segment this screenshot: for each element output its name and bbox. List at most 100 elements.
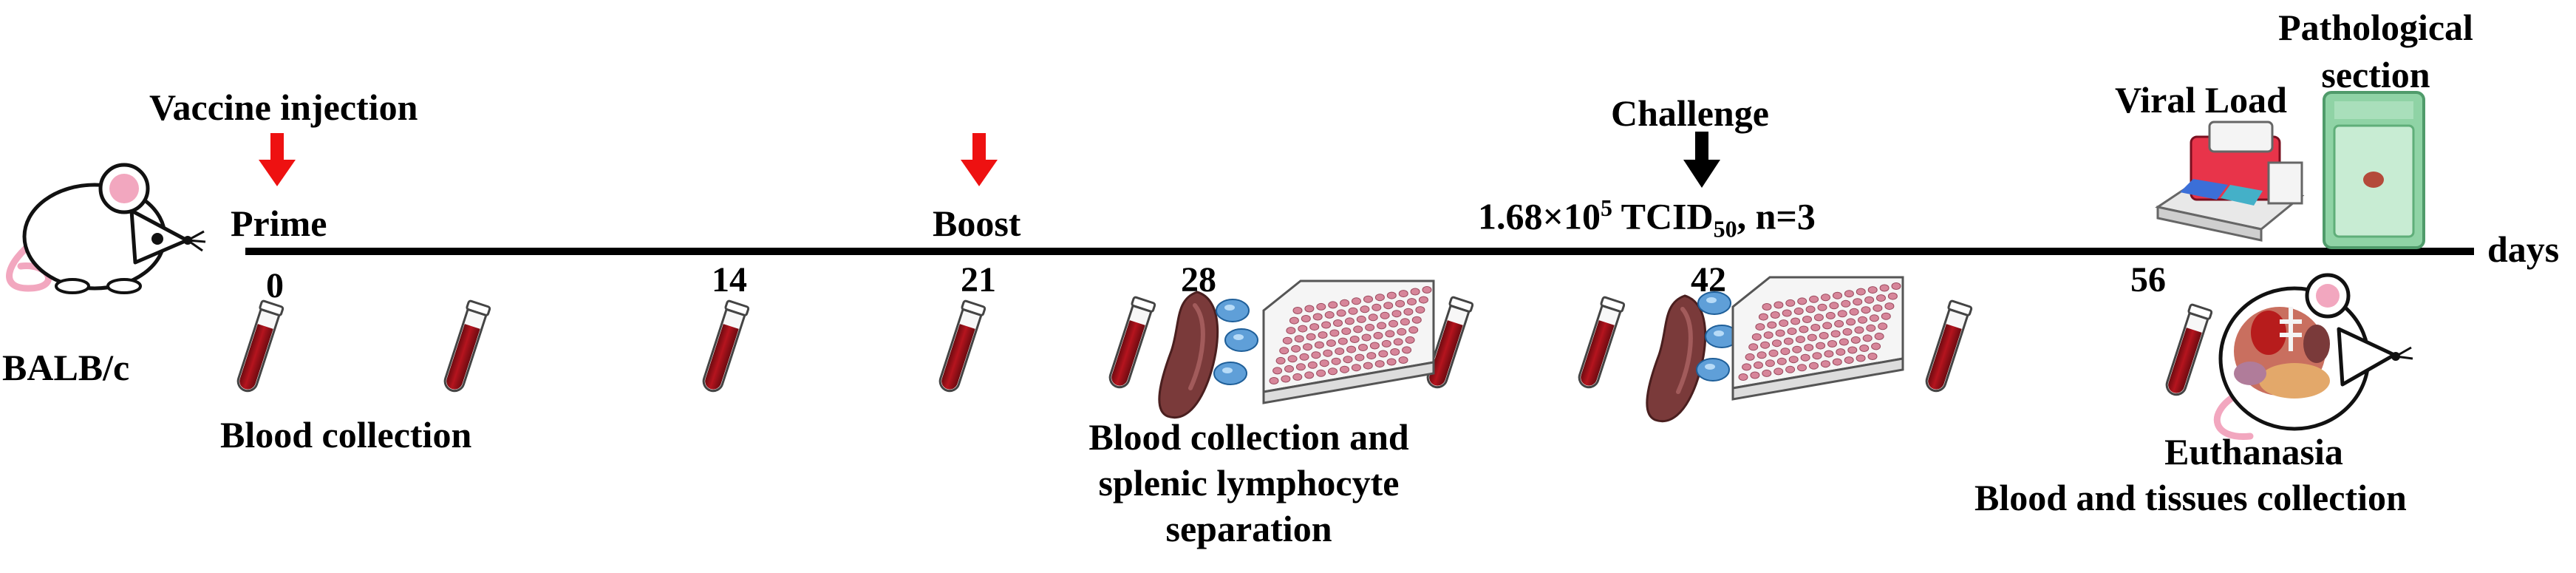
plate-well: [1762, 369, 1772, 377]
plate-well: [1763, 331, 1773, 339]
plate-well: [1805, 305, 1816, 313]
plate-well: [1861, 306, 1871, 314]
plate-well: [1748, 343, 1759, 351]
plate-well: [1386, 358, 1397, 366]
plate-well: [1386, 291, 1397, 299]
plate-well: [1377, 322, 1387, 330]
plate-well: [1397, 328, 1407, 336]
well-plate-icon: [1262, 279, 1435, 404]
plate-well: [1849, 308, 1859, 316]
pathological-section-label: Pathological section: [2254, 9, 2498, 93]
plate-well: [1341, 328, 1352, 335]
plate-well: [1864, 296, 1875, 304]
plate-well: [1810, 324, 1821, 331]
plate-well: [1820, 360, 1830, 368]
plate-well: [1783, 337, 1793, 345]
dose-unit: TCID: [1612, 195, 1714, 237]
plate-well: [1286, 327, 1296, 335]
plate-well: [1856, 354, 1866, 362]
plate-well: [1802, 316, 1812, 323]
plate-well: [1782, 309, 1792, 317]
plate-well: [1400, 318, 1410, 326]
plate-well: [1754, 361, 1763, 369]
plate-well: [1837, 310, 1847, 318]
plate-well: [1422, 286, 1432, 294]
blood-tube-icon: [440, 299, 491, 396]
plate-well: [1767, 321, 1777, 329]
plate-well: [1418, 296, 1428, 304]
plate-well: [1773, 301, 1784, 309]
plate-well: [1785, 299, 1796, 307]
blood-tube-icon: [1574, 295, 1626, 392]
plate-well: [1340, 365, 1349, 373]
plate-well: [1326, 339, 1336, 347]
plate-well: [1772, 339, 1782, 347]
pathological-line2: section: [2321, 54, 2430, 95]
plate-well: [1859, 345, 1870, 352]
challenge-arrow-icon: [1683, 132, 1720, 188]
plate-well: [1275, 356, 1286, 365]
mouse-strain-label: BALB/c: [2, 347, 130, 388]
pathology-slide-icon: [2323, 91, 2425, 249]
plate-well: [1797, 297, 1807, 305]
plate-well: [1269, 377, 1279, 384]
plate-well: [1390, 348, 1400, 356]
well-plate-icon: [1731, 276, 1904, 401]
plate-well: [1385, 330, 1395, 338]
plate-well: [1871, 342, 1881, 350]
plate-well: [1295, 363, 1306, 371]
plate-well: [1846, 318, 1856, 326]
plate-well: [1807, 333, 1817, 342]
plate-well: [1368, 313, 1378, 322]
plate-well: [1793, 307, 1804, 315]
plate-well: [1309, 323, 1320, 331]
pathological-line1: Pathological: [2278, 7, 2473, 48]
challenge-dose-label: 1.68×105 TCID50, n=3: [1478, 196, 1816, 241]
plate-well: [1292, 307, 1303, 314]
plate-well: [1854, 326, 1864, 334]
plate-well: [1415, 306, 1425, 314]
dose-prefix: 1.68×10: [1478, 195, 1601, 237]
plate-well: [1750, 371, 1760, 379]
plate-well: [1745, 353, 1755, 361]
plate-well: [1374, 360, 1385, 368]
plate-well: [1348, 307, 1358, 315]
plate-well: [1361, 333, 1372, 342]
tissues-collection-label: Blood and tissues collection: [1974, 477, 2407, 518]
plate-well: [1294, 335, 1304, 343]
plate-well: [1358, 344, 1368, 351]
day-tick-42: 42: [1691, 260, 1726, 299]
plate-well: [1291, 345, 1301, 353]
plate-well: [1352, 297, 1361, 305]
plate-well: [1891, 282, 1901, 290]
plate-well: [1383, 302, 1394, 310]
plate-well: [1813, 313, 1824, 322]
plate-well: [1306, 333, 1316, 341]
plate-well: [1307, 361, 1318, 369]
plate-well: [1303, 343, 1312, 351]
plate-well: [1832, 358, 1842, 366]
splenic-line3: separation: [1165, 508, 1332, 549]
plate-well: [1879, 284, 1890, 292]
vaccine-injection-label: Vaccine injection: [149, 87, 418, 128]
plate-well: [1821, 294, 1830, 302]
plate-well: [1304, 371, 1315, 379]
plate-well: [1284, 365, 1294, 373]
day-tick-56: 56: [2130, 260, 2166, 299]
plate-well: [1751, 333, 1762, 341]
plate-well: [1279, 347, 1289, 355]
plate-well: [1381, 339, 1391, 347]
plate-well: [1755, 323, 1765, 331]
plate-well: [1804, 344, 1814, 352]
plate-well: [1787, 328, 1797, 336]
dose-exponent: 5: [1601, 194, 1612, 221]
plate-well: [1829, 302, 1839, 310]
plate-well: [1819, 332, 1829, 339]
plate-well: [1847, 346, 1858, 354]
plate-well: [1867, 353, 1878, 360]
plate-well: [1314, 341, 1324, 349]
plate-well: [1323, 349, 1333, 357]
plate-well: [1817, 303, 1827, 311]
plate-well: [1333, 319, 1343, 327]
